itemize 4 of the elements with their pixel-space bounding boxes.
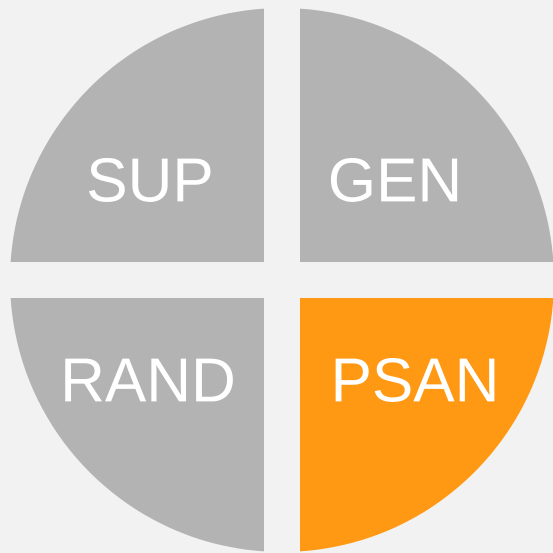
- quadrant-segment: SUP: [10, 8, 264, 262]
- quadrant-segment: RAND: [10, 298, 264, 552]
- quadrant-segment: PSAN: [300, 298, 553, 552]
- quadrant-segment: GEN: [300, 8, 553, 262]
